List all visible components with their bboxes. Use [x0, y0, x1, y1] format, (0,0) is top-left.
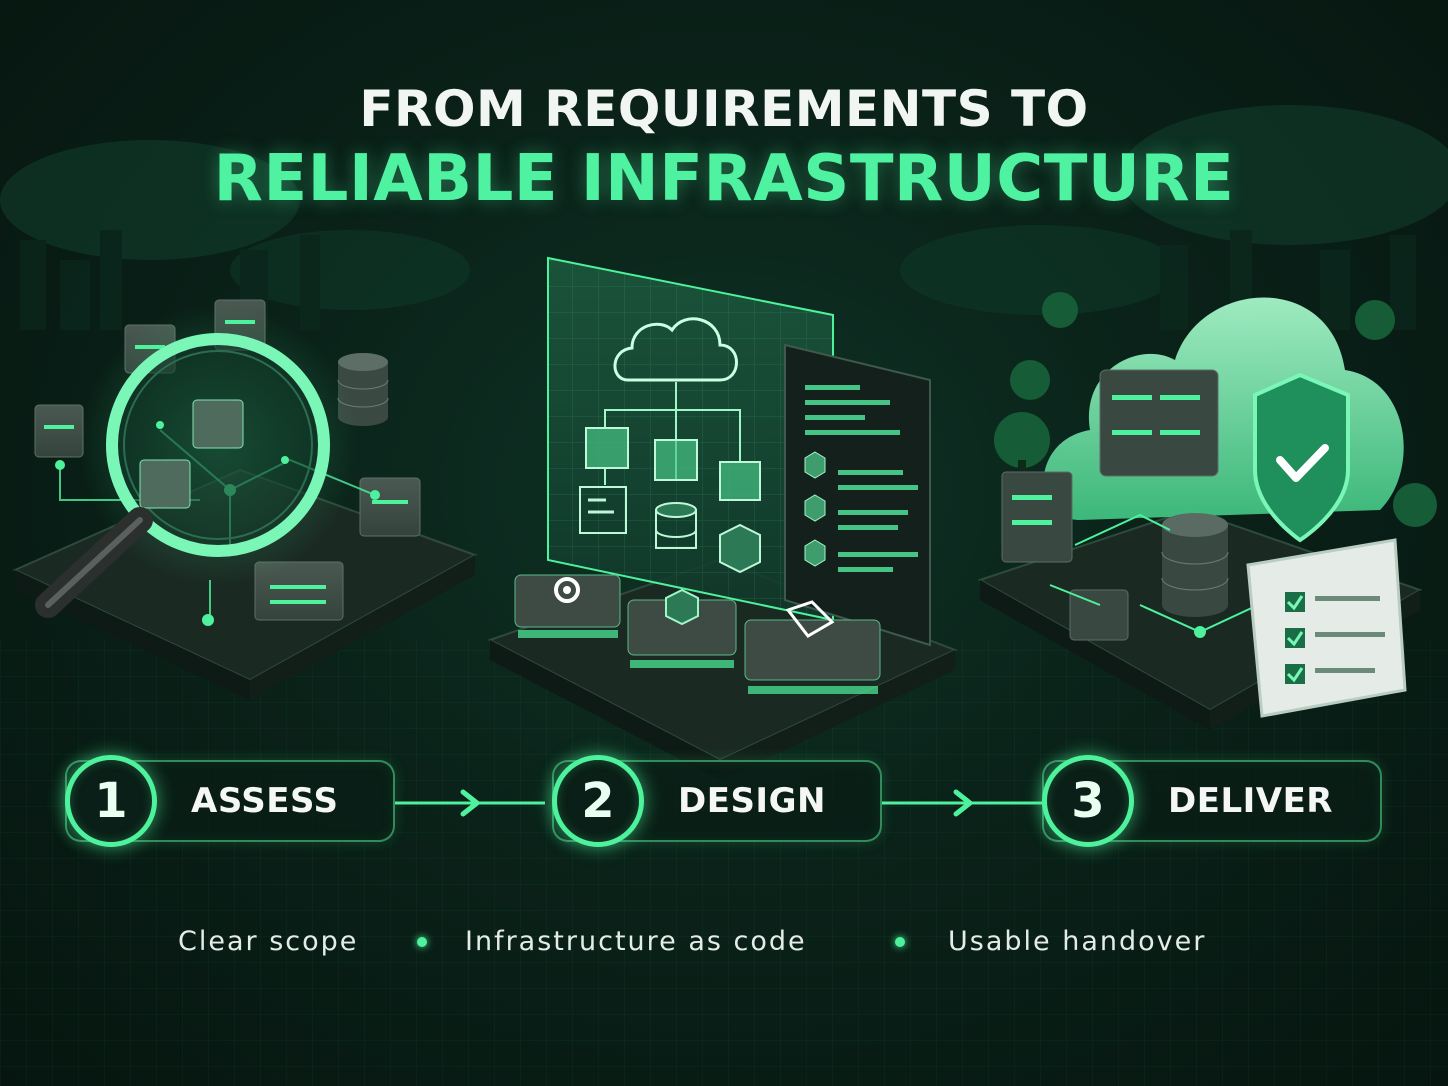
deliver-illustration [977, 292, 1437, 730]
step-label: DESIGN [678, 781, 826, 821]
step-assess: 1 ASSESS [65, 755, 395, 847]
step-number: 3 [1042, 755, 1134, 847]
title-line-1: FROM REQUIREMENTS TO [359, 80, 1089, 138]
city-skyline [0, 105, 1448, 330]
gear-icon [514, 574, 621, 638]
bullet-dot [895, 937, 905, 947]
feature-infrastructure-as-code: Infrastructure as code [465, 926, 807, 957]
step-number: 1 [65, 755, 157, 847]
assess-illustration [12, 299, 478, 700]
server-icon [1099, 369, 1219, 477]
cube-icon [627, 588, 737, 668]
server-icon [34, 404, 84, 458]
bullet-dot [417, 937, 427, 947]
server-icon [1069, 589, 1129, 641]
document-icon [744, 600, 881, 694]
feature-clear-scope: Clear scope [178, 926, 359, 957]
design-illustration [487, 256, 958, 780]
document-icon [579, 486, 627, 534]
step-label: ASSESS [191, 781, 339, 821]
arrow-right-icon [395, 789, 545, 817]
cube-icon [719, 523, 761, 574]
database-icon [1161, 513, 1229, 617]
server-icon [1001, 471, 1073, 563]
step-deliver: 3 DELIVER [1042, 755, 1382, 847]
cloud-icon [613, 317, 738, 382]
step-number: 2 [552, 755, 644, 847]
server-icon [254, 561, 344, 621]
server-icon [359, 477, 421, 537]
step-design: 2 DESIGN [552, 755, 882, 847]
checklist-icon [1246, 538, 1407, 718]
shield-check-icon [1253, 372, 1350, 543]
title-line-2: RELIABLE INFRASTRUCTURE [213, 142, 1235, 216]
step-label: DELIVER [1168, 781, 1333, 821]
arrow-right-icon [882, 789, 1042, 817]
feature-usable-handover: Usable handover [948, 926, 1207, 957]
database-icon [655, 502, 697, 549]
magnifier-icon [35, 305, 358, 618]
